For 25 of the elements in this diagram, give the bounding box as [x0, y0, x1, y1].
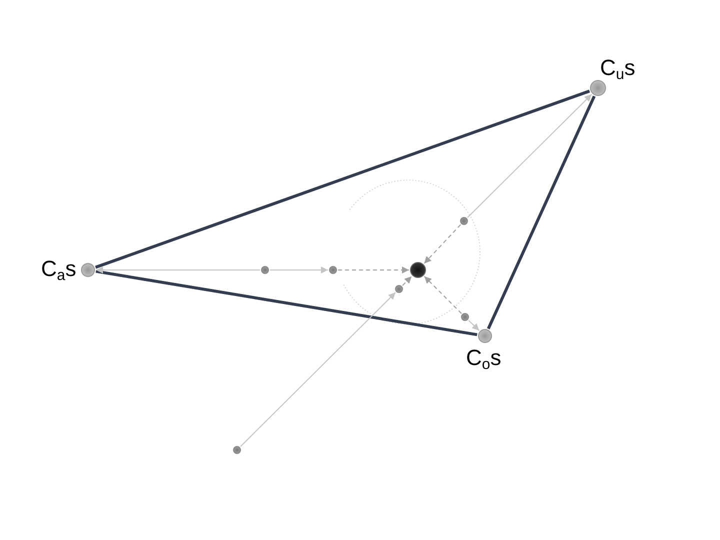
arrow	[402, 276, 412, 286]
arrow	[270, 266, 328, 274]
triangle-side-line	[95, 90, 590, 269]
arrow	[240, 292, 396, 447]
small-point	[329, 266, 337, 274]
small-point	[460, 217, 468, 225]
triangle-side-line	[96, 270, 478, 336]
vertex-label: C$_{u}$s	[600, 56, 636, 80]
vertex-point	[81, 263, 95, 277]
small-point	[461, 313, 469, 321]
small-point	[261, 266, 269, 274]
vertex-point	[478, 329, 492, 343]
arrow	[424, 224, 462, 264]
arrow	[338, 266, 410, 274]
arrow	[467, 94, 592, 218]
small-point	[233, 446, 241, 454]
vertex-label: C$_{a}$s	[41, 257, 76, 281]
arrow	[424, 276, 462, 314]
vertex-label: C$_{o}$s	[466, 346, 502, 370]
small-point	[395, 285, 403, 293]
arrow	[468, 320, 480, 331]
vertex-point	[590, 80, 606, 96]
center-point	[410, 262, 426, 278]
arrow	[96, 266, 260, 274]
triangle-side-line	[486, 96, 596, 330]
